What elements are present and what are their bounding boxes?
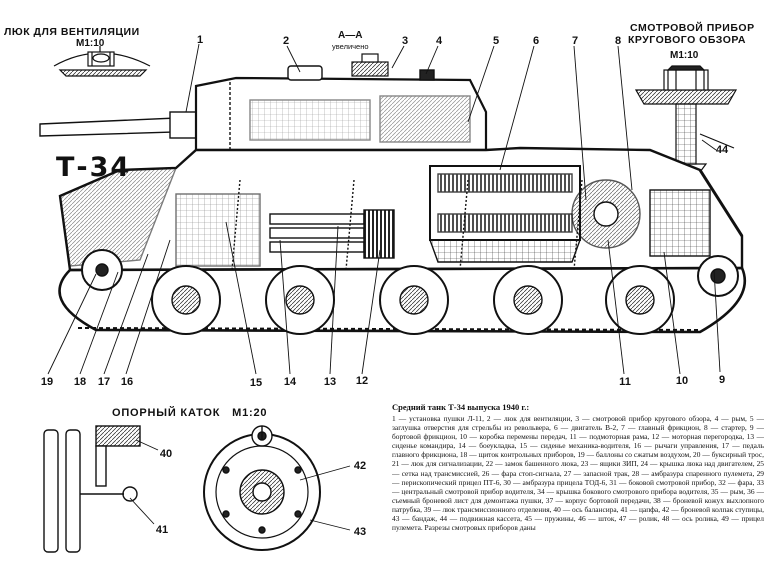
- callout-44: 44: [715, 144, 729, 156]
- callout-5: 5: [492, 35, 500, 47]
- parts-legend: Средний танк Т-34 выпуска 1940 г.: 1 — у…: [392, 402, 764, 560]
- callout-8: 8: [614, 35, 622, 47]
- road-wheel-title: ОПОРНЫЙ КАТОК М1:20: [112, 407, 267, 419]
- callout-42: 42: [353, 460, 367, 472]
- callout-13: 13: [323, 376, 337, 388]
- diagram-title: Т-34: [56, 152, 132, 183]
- callout-2: 2: [282, 35, 290, 47]
- legend-title: Средний танк Т-34 выпуска 1940 г.:: [392, 402, 530, 412]
- road-wheel-scale: М1:20: [232, 407, 268, 419]
- road-wheel-title-text: ОПОРНЫЙ КАТОК: [112, 407, 221, 419]
- section-title: А—А: [338, 30, 363, 41]
- callout-12: 12: [355, 375, 369, 387]
- callout-15: 15: [249, 377, 263, 389]
- vent-hatch-detail: [53, 46, 151, 77]
- callout-43: 43: [353, 526, 367, 538]
- tank-cutaway: [39, 65, 744, 272]
- callout-19: 19: [40, 376, 54, 388]
- vent-hatch-title: ЛЮК ДЛЯ ВЕНТИЛЯЦИИ: [4, 26, 140, 38]
- callout-7: 7: [571, 35, 579, 47]
- callout-3: 3: [401, 35, 409, 47]
- callout-41: 41: [155, 524, 169, 536]
- callout-40: 40: [159, 448, 173, 460]
- callout-1: 1: [196, 34, 204, 46]
- callout-10: 10: [675, 375, 689, 387]
- periscope-scale: М1:10: [670, 50, 699, 61]
- callout-9: 9: [718, 374, 726, 386]
- ammo-rack: [269, 209, 395, 259]
- leader-lines: [47, 43, 721, 531]
- periscope-title-line2: КРУГОВОГО ОБЗОРА: [628, 34, 747, 46]
- legend-body: 1 — установка пушки Л-11, 2 — люк для ве…: [392, 414, 764, 533]
- callout-11: 11: [619, 376, 631, 388]
- callout-6: 6: [532, 35, 540, 47]
- callout-14: 14: [283, 376, 297, 388]
- vent-hatch-scale: М1:10: [76, 38, 105, 49]
- track-assembly: [58, 179, 747, 335]
- engine-v2: [429, 165, 581, 263]
- callout-4: 4: [435, 35, 443, 47]
- periscope-title-line1: СМОТРОВОЙ ПРИБОР: [630, 22, 755, 34]
- callout-16: 16: [120, 376, 134, 388]
- callout-17: 17: [97, 376, 111, 388]
- section-aa-detail: [351, 53, 389, 77]
- callout-18: 18: [73, 376, 87, 388]
- road-wheel-detail: [43, 425, 321, 553]
- section-note: увеличено: [332, 42, 369, 51]
